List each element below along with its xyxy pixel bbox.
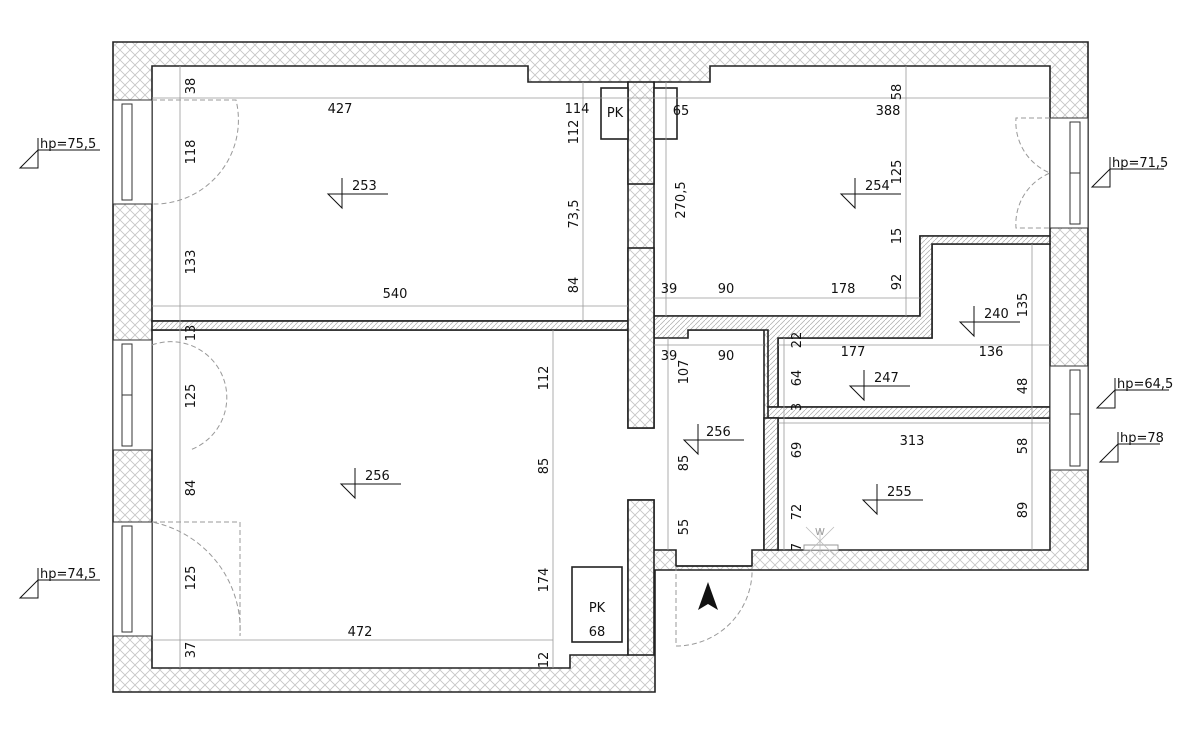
dim-label: 55 [677, 519, 692, 536]
dim-label: 64 [790, 370, 805, 387]
dim-label: 133 [184, 250, 199, 275]
dim-label: 38 [184, 78, 199, 95]
door-swings [151, 99, 1052, 647]
chimney-box [571, 566, 623, 643]
dim-label: 69 [790, 442, 805, 459]
dim-label: 13 [184, 325, 199, 342]
room-height: 253 [352, 179, 377, 194]
room-height: 240 [984, 307, 1009, 322]
chimney-label: PK [607, 106, 624, 121]
dimension-labels-vertical: 38 118 133 13 125 84 125 37 112 73,5 84 … [184, 78, 1031, 669]
chimney-label: PK [589, 601, 606, 616]
room-253 [151, 65, 629, 322]
dim-label: 84 [567, 277, 582, 294]
dim-label: 270,5 [674, 181, 689, 218]
room-height: 254 [865, 179, 890, 194]
sill-height: hp=78 [1120, 431, 1164, 446]
sill-height: hp=74,5 [40, 567, 96, 582]
dim-label: 178 [831, 282, 856, 297]
partition-wall [767, 406, 1051, 419]
dim-label: 118 [184, 140, 199, 165]
room-height: 256 [706, 425, 731, 440]
dim-label: 177 [841, 345, 866, 360]
dim-label: 472 [348, 625, 373, 640]
dim-label: 39 [661, 349, 678, 364]
chimney-box [600, 87, 629, 140]
chimney-column [627, 247, 655, 429]
dim-label: 15 [890, 228, 905, 245]
dim-label: 90 [718, 349, 735, 364]
dim-label: 107 [677, 360, 692, 385]
room-height: 247 [874, 371, 899, 386]
entrance-arrow-icon [698, 582, 718, 610]
chimney-box [653, 87, 678, 140]
sill-height: hp=75,5 [40, 137, 96, 152]
dim-label: 125 [184, 566, 199, 591]
chimney-column [627, 81, 655, 185]
dim-label: 135 [1016, 293, 1031, 318]
dim-label: 84 [184, 480, 199, 497]
dim-label: 90 [718, 282, 735, 297]
dim-label: 427 [328, 102, 353, 117]
dim-label: 112 [567, 120, 582, 145]
dim-label: 85 [677, 455, 692, 472]
height-markers: 253 254 240 247 256 255 256 [326, 178, 1020, 516]
water-point-icon: W [803, 526, 839, 556]
dim-label: 313 [900, 434, 925, 449]
dim-label: 39 [661, 282, 678, 297]
dim-label: 114 [565, 102, 590, 117]
water-point-label: W [815, 527, 825, 538]
dimension-lines [152, 66, 1050, 668]
dim-label: 73,5 [567, 200, 582, 229]
dimension-labels-horizontal: 427 114 65 388 540 39 90 178 39 90 177 1… [328, 102, 1004, 640]
dim-label: 174 [537, 568, 552, 593]
room-height: 256 [365, 469, 390, 484]
dim-label: 22 [790, 332, 805, 349]
dim-label: 37 [184, 642, 199, 659]
dim-label: 85 [537, 458, 552, 475]
dim-label: 136 [979, 345, 1004, 360]
dim-label: 72 [790, 504, 805, 521]
room-height: 255 [887, 485, 912, 500]
dim-label: 12 [537, 652, 552, 669]
wall-segment [627, 499, 655, 656]
dim-label: 58 [890, 84, 905, 101]
dim-label: 58 [1016, 438, 1031, 455]
dim-label: 92 [890, 274, 905, 291]
dim-label: 125 [184, 384, 199, 409]
sill-markers: hp=75,5 hp=71,5 hp=64,5 hp=78 hp=74,5 [18, 137, 1173, 599]
dim-label: 3 [790, 403, 805, 411]
dim-label: 65 [673, 104, 690, 119]
partition-wall [151, 320, 629, 331]
dim-label: 388 [876, 104, 901, 119]
room-256-and-hall [151, 329, 765, 669]
windows [112, 99, 1089, 637]
partition-wall [763, 417, 779, 551]
dim-label: 89 [1016, 502, 1031, 519]
dim-label: 540 [383, 287, 408, 302]
sill-height: hp=71,5 [1112, 156, 1168, 171]
sill-height: hp=64,5 [1117, 377, 1173, 392]
dim-label: 48 [1016, 378, 1031, 395]
chimney-value: 68 [589, 625, 606, 640]
dim-label: 112 [537, 366, 552, 391]
dim-label: 7 [790, 543, 805, 551]
dim-label: 125 [890, 160, 905, 185]
partition-wall [653, 235, 1051, 408]
